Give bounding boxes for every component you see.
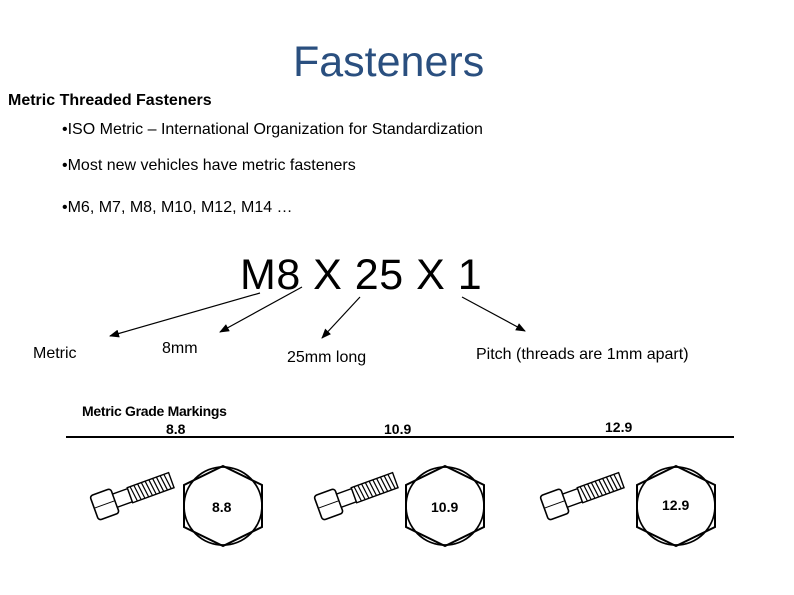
fastener-spec-formula: M8 X 25 X 1 — [240, 251, 483, 299]
arrow-metric — [109, 292, 261, 338]
grade-markings-title: Metric Grade Markings — [82, 403, 227, 419]
bullet-iso-metric: •ISO Metric – International Organization… — [62, 121, 483, 138]
bolt-head-label-8-8: 8.8 — [212, 499, 232, 515]
arrow-size — [219, 286, 303, 333]
label-length: 25mm long — [287, 349, 367, 366]
bolt-head-hexagon-icon: 12.9 — [636, 464, 716, 548]
label-metric: Metric — [33, 345, 77, 362]
grade-label-12-9: 12.9 — [605, 419, 633, 435]
bolt-side-view-icon — [539, 471, 625, 521]
bolt-head-label-12-9: 12.9 — [662, 497, 689, 513]
bullet-new-vehicles: •Most new vehicles have metric fasteners — [62, 157, 356, 174]
label-size: 8mm — [162, 340, 198, 357]
arrow-pitch — [461, 296, 526, 332]
bolt-head-label-10-9: 10.9 — [431, 499, 458, 515]
bolt-head-hexagon-icon: 10.9 — [405, 464, 485, 548]
grade-label-8-8: 8.8 — [166, 421, 186, 437]
label-pitch: Pitch (threads are 1mm apart) — [476, 346, 689, 363]
arrow-length — [321, 296, 361, 339]
bolt-side-view-icon — [313, 471, 399, 521]
bolt-head-hexagon-icon: 8.8 — [183, 464, 263, 548]
grade-label-10-9: 10.9 — [384, 421, 412, 437]
bullet-sizes: •M6, M7, M8, M10, M12, M14 … — [62, 199, 293, 216]
bolt-side-view-icon — [89, 471, 175, 521]
section-subtitle: Metric Threaded Fasteners — [8, 92, 212, 109]
page-title: Fasteners — [293, 38, 485, 86]
